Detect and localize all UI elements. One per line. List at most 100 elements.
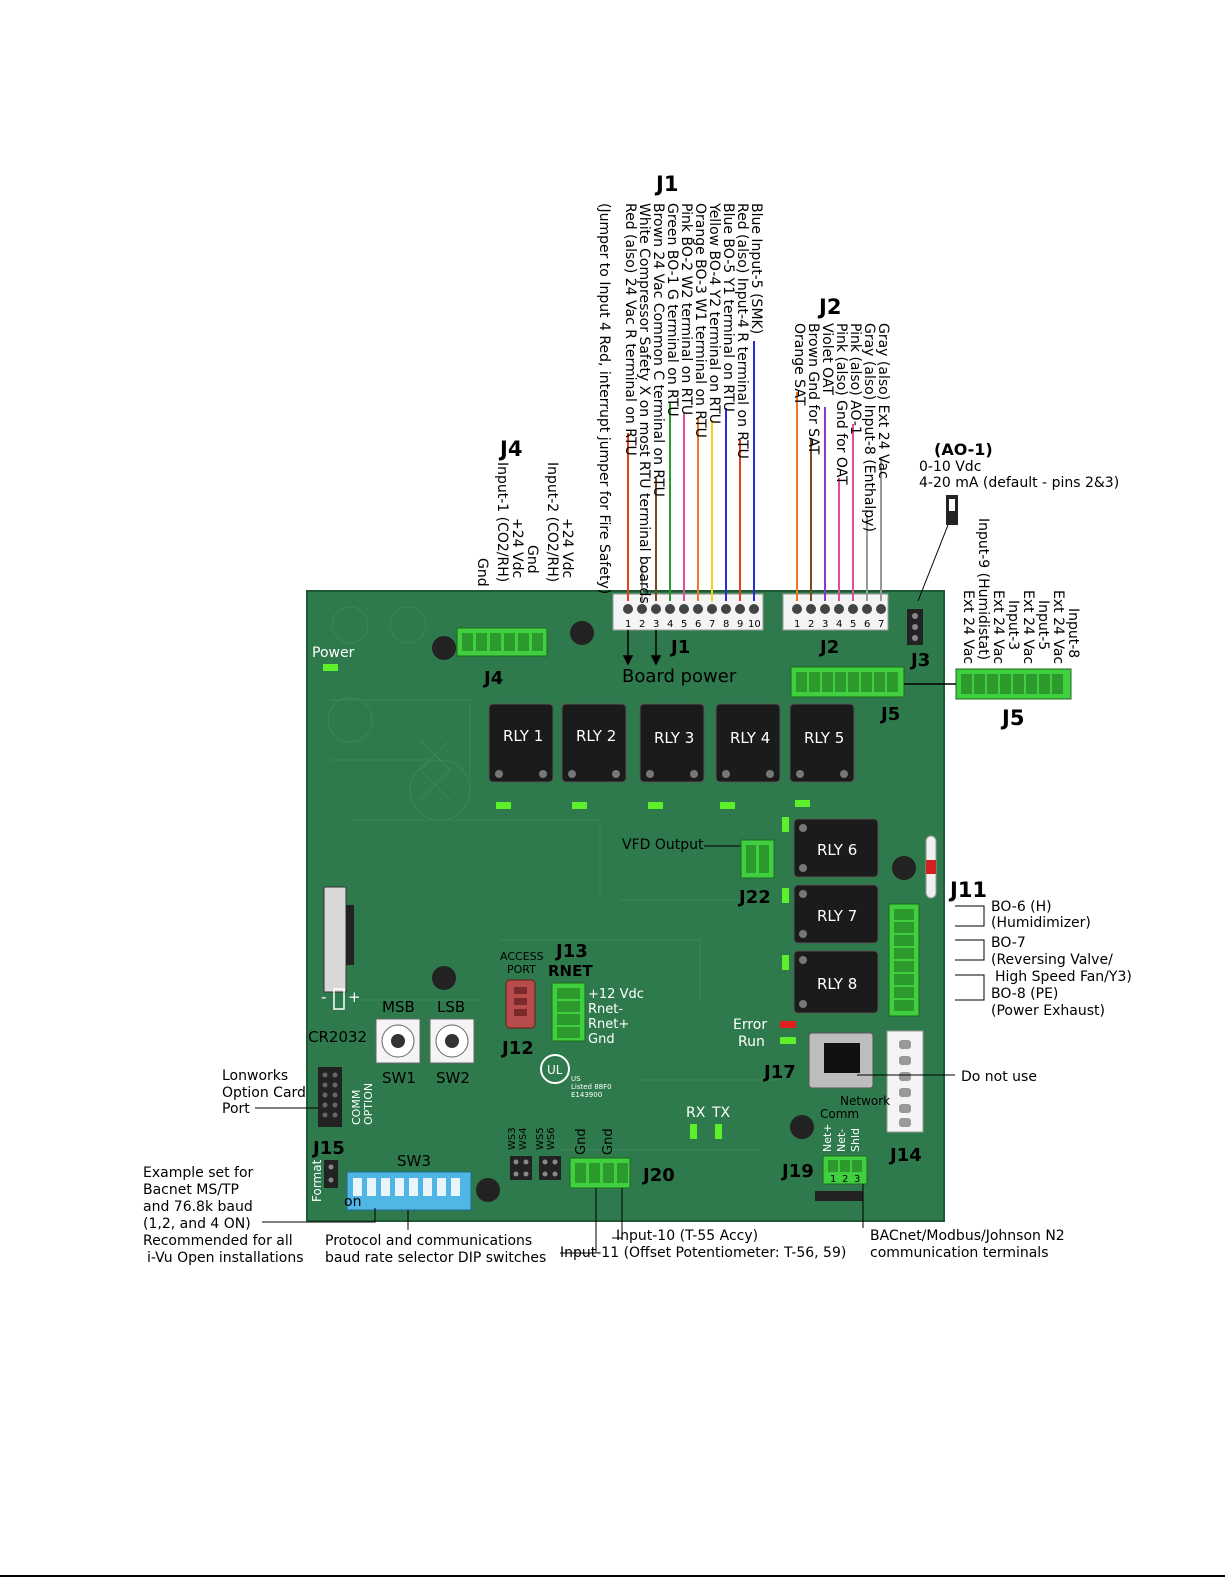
example-line5: Recommended for all bbox=[143, 1233, 293, 1249]
ws-jumper-2[interactable] bbox=[539, 1156, 561, 1180]
j2-board-label: J2 bbox=[818, 637, 839, 658]
shld-label: Shld bbox=[849, 1128, 862, 1152]
svg-text:2: 2 bbox=[842, 1174, 848, 1185]
svg-text:Green BO-1 G terminal on RTU: Green BO-1 G terminal on RTU bbox=[664, 203, 680, 417]
svg-text:1: 1 bbox=[830, 1174, 836, 1185]
ws-jumper-1[interactable] bbox=[510, 1156, 532, 1180]
svg-text:1: 1 bbox=[625, 619, 631, 630]
access-port-line1: ACCESS bbox=[500, 950, 544, 963]
svg-text:8: 8 bbox=[723, 619, 729, 630]
sw1-label: SW1 bbox=[382, 1069, 416, 1087]
svg-text:Pink (also) AO-1: Pink (also) AO-1 bbox=[847, 323, 863, 435]
svg-text:Violet OAT: Violet OAT bbox=[819, 323, 835, 395]
svg-text:1: 1 bbox=[794, 619, 800, 630]
j20-gnd-2: Gnd bbox=[601, 1128, 616, 1155]
relay-6: RLY 6 bbox=[817, 841, 857, 859]
format-jumper[interactable] bbox=[324, 1160, 338, 1188]
j2-header: J2 bbox=[817, 295, 841, 319]
svg-text:Gnd: Gnd bbox=[474, 558, 490, 587]
bo6-line1: BO-6 (H) bbox=[991, 899, 1052, 915]
svg-text:Blue Input-5 (SMK): Blue Input-5 (SMK) bbox=[748, 203, 764, 334]
svg-text:Blue BO-5 Y1 terminal on RTU: Blue BO-5 Y1 terminal on RTU bbox=[720, 203, 736, 412]
example-line2: Bacnet MS/TP bbox=[143, 1182, 239, 1198]
svg-text:Red (also) Input-4 R terminal: Red (also) Input-4 R terminal on RTU bbox=[734, 203, 750, 459]
relay-2: RLY 2 bbox=[576, 727, 616, 745]
svg-text:3: 3 bbox=[822, 619, 828, 630]
svg-text:-: - bbox=[321, 988, 326, 1006]
svg-text:Ext 24 Vac: Ext 24 Vac bbox=[990, 590, 1006, 664]
rnet-pin-1: +12 Vdc bbox=[588, 987, 644, 1002]
svg-text:Ext 24 Vac: Ext 24 Vac bbox=[1020, 590, 1036, 664]
svg-text:3: 3 bbox=[854, 1174, 860, 1185]
svg-text:E143900: E143900 bbox=[571, 1091, 602, 1099]
comm-label: Comm bbox=[820, 1107, 859, 1121]
svg-text:+24 Vdc: +24 Vdc bbox=[559, 518, 575, 578]
tx-label: TX bbox=[711, 1105, 731, 1121]
svg-text:6: 6 bbox=[695, 619, 701, 630]
svg-text:US: US bbox=[571, 1075, 581, 1083]
svg-text:4: 4 bbox=[667, 619, 673, 630]
svg-text:Input-5: Input-5 bbox=[1035, 600, 1051, 650]
svg-text:6: 6 bbox=[864, 619, 870, 630]
svg-text:White Compressor Safety X on m: White Compressor Safety X on most RTU te… bbox=[636, 203, 652, 604]
j1-wires bbox=[627, 341, 755, 601]
msb-label: MSB bbox=[382, 998, 415, 1016]
j4-wire-labels: Input-2 (CO2/RH) +24 Vdc Gnd Input-1 (CO… bbox=[474, 462, 575, 587]
example-line3: and 76.8k baud bbox=[143, 1199, 253, 1215]
j4-board-label: J4 bbox=[482, 668, 503, 689]
svg-text:Input-3: Input-3 bbox=[1005, 600, 1021, 650]
net-plus-label: Net+ bbox=[821, 1123, 834, 1152]
rnet-pin-2: Rnet- bbox=[588, 1002, 623, 1017]
svg-text:Brown Gnd for SAT: Brown Gnd for SAT bbox=[805, 323, 821, 455]
j11-label: J11 bbox=[948, 878, 987, 902]
bo7-line1: BO-7 bbox=[991, 935, 1026, 951]
j19-label: J19 bbox=[780, 1161, 814, 1182]
lsb-label: LSB bbox=[437, 998, 465, 1016]
svg-text:7: 7 bbox=[709, 619, 715, 630]
svg-text:2: 2 bbox=[808, 619, 814, 630]
example-line4: (1,2, and 4 ON) bbox=[143, 1216, 251, 1232]
j11-brackets bbox=[955, 905, 985, 1001]
power-label: Power bbox=[312, 645, 355, 661]
sw2-label: SW2 bbox=[436, 1069, 470, 1087]
rx-label: RX bbox=[686, 1105, 706, 1121]
svg-text:2: 2 bbox=[639, 619, 645, 630]
svg-text:Input-9 (Humidistat): Input-9 (Humidistat) bbox=[975, 518, 991, 660]
relay-row: RLY 1 RLY 2 RLY 3 RLY 4 RLY 5 bbox=[488, 703, 855, 783]
j20-label: J20 bbox=[641, 1165, 675, 1186]
j5-outside-label: J5 bbox=[1000, 706, 1024, 730]
bacnet-line1: BACnet/Modbus/Johnson N2 bbox=[870, 1228, 1065, 1244]
svg-text:Gray (also) Ext 24 Vac: Gray (also) Ext 24 Vac bbox=[875, 323, 891, 479]
j11-terminal bbox=[888, 903, 920, 1017]
run-label: Run bbox=[738, 1034, 765, 1050]
svg-text:9: 9 bbox=[737, 619, 743, 630]
sw3-label: SW3 bbox=[397, 1152, 431, 1170]
comm-option-port bbox=[318, 1067, 342, 1127]
j2-wires bbox=[796, 392, 882, 601]
j15-label: J15 bbox=[311, 1138, 345, 1159]
j2-wire-labels: Gray (also) Ext 24 Vac Gray (also) Input… bbox=[791, 323, 891, 532]
svg-text:4: 4 bbox=[836, 619, 842, 630]
bo6-line2: (Humidimizer) bbox=[991, 915, 1091, 931]
svg-text:Pink (also) Gnd for OAT: Pink (also) Gnd for OAT bbox=[833, 323, 849, 485]
svg-text:COMM: COMM bbox=[350, 1090, 363, 1125]
format-label: Format bbox=[310, 1159, 324, 1202]
bo7-line3: High Speed Fan/Y3) bbox=[995, 969, 1132, 985]
cr2032-label: CR2032 bbox=[308, 1028, 367, 1046]
svg-text:Listed 88F0: Listed 88F0 bbox=[571, 1083, 612, 1091]
svg-text:Red (also) 24 Vac R terminal o: Red (also) 24 Vac R terminal on RTU bbox=[622, 203, 638, 456]
svg-text:WS3: WS3 bbox=[507, 1127, 518, 1150]
example-line1: Example set for bbox=[143, 1165, 254, 1181]
j5-outside-labels: Input-8 Ext 24 Vac Input-5 Ext 24 Vac In… bbox=[960, 518, 1081, 664]
net-minus-label: Net- bbox=[835, 1129, 848, 1152]
rnet-label: RNET bbox=[548, 962, 593, 980]
ul-mark bbox=[540, 1054, 570, 1084]
svg-text:Gray (also) Input-8 (Enthalpy): Gray (also) Input-8 (Enthalpy) bbox=[861, 323, 877, 532]
bo7-line2: (Reversing Valve/ bbox=[991, 952, 1113, 968]
svg-text:7: 7 bbox=[878, 619, 884, 630]
svg-text:WS5: WS5 bbox=[535, 1127, 546, 1150]
error-led bbox=[780, 1021, 796, 1028]
j4-header: J4 bbox=[498, 437, 522, 461]
rnet-pin-4: Gnd bbox=[588, 1032, 615, 1047]
